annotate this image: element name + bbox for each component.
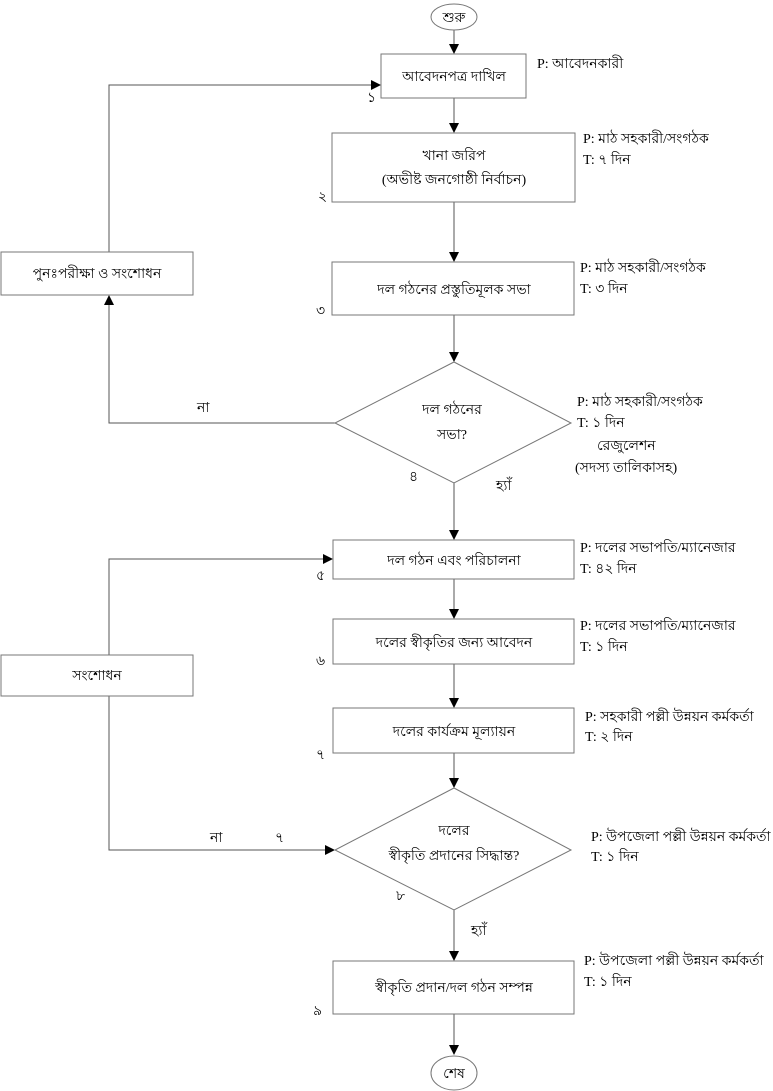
step-5-label: দল গঠন এবং পরিচালনা: [386, 552, 521, 569]
step-number: ৮: [396, 889, 405, 904]
end-terminal: শেষ: [430, 1055, 478, 1091]
step-number: ৪: [409, 470, 418, 485]
person-note: P: দলের সভাপতি/ম্যানেজার: [580, 617, 736, 634]
decision-8-label-line1: দলের: [437, 824, 469, 839]
time-note: T: ৭ দিন: [583, 151, 631, 168]
no-label: না: [209, 831, 223, 846]
resolution-note: রেজুলেশন: [597, 439, 656, 454]
person-note: P: মাঠ সহকারী/সংগঠক: [583, 130, 709, 147]
arrow-revise-to-5: [108, 554, 333, 655]
time-note: T: ৩ দিন: [580, 280, 628, 297]
step-3-box: দল গঠনের প্রস্তুতিমূলক সভা ৩ P: মাঠ সহকা…: [316, 259, 706, 319]
person-note: P: আবেদনকারী: [537, 55, 624, 72]
arrow-no-to-recheck: [104, 295, 335, 424]
resolution-note-detail: (সদস্য তালিকাসহ): [575, 459, 678, 476]
step-6-box: দলের স্বীকৃতির জন্য আবেদন ৬ P: দলের সভাপ…: [316, 617, 736, 669]
step-number: ২: [318, 190, 327, 205]
person-note: P: সহকারী পল্লী উন্নয়ন কর্মকর্তা: [585, 708, 755, 725]
decision-4: দল গঠনের সভা? ৪ হ্যাঁ না P: মাঠ সহকারী/স…: [196, 361, 703, 494]
step-number: ৬: [316, 654, 325, 669]
yes-label: হ্যাঁ: [495, 477, 512, 494]
revise-box: সংশোধন: [0, 654, 194, 697]
recheck-label: পুনঃপরীক্ষা ও সংশোধন: [33, 265, 162, 282]
step-2-box: খানা জরিপ (অভীষ্ট জনগোষ্ঠী নির্বাচন) ২ P…: [318, 130, 709, 205]
arrow-recheck-to-1: [108, 80, 381, 252]
decision-4-label-line2: সভা?: [436, 428, 467, 443]
time-note: T: ১ দিন: [580, 638, 628, 655]
step-5-box: দল গঠন এবং পরিচালনা ৫ P: দলের সভাপতি/ম্য…: [316, 539, 736, 584]
person-note: P: উপজেলা পল্লী উন্নয়ন কর্মকর্তা: [584, 952, 765, 969]
no-branch-number: ৭: [275, 831, 284, 846]
revise-label: সংশোধন: [71, 669, 122, 684]
decision-8-label-line2: স্বীকৃতি প্রদানের সিদ্ধান্ত?: [388, 847, 520, 864]
connectors: [104, 30, 459, 1055]
step-number: ৩: [316, 304, 325, 319]
step-1-box: আবেদনপত্র দাখিল ১ P: আবেদনকারী: [367, 53, 624, 106]
person-note: P: মাঠ সহকারী/সংগঠক: [580, 259, 706, 276]
start-terminal: শুরু: [430, 3, 478, 31]
step-9-box: স্বীকৃতি প্রদান/দল গঠন সম্পন্ন ৯ P: উপজে…: [313, 952, 765, 1019]
time-note: T: ১ দিন: [584, 973, 632, 990]
step-number: ৫: [316, 569, 325, 584]
arrow-revise-to-8: [108, 696, 335, 855]
recheck-box: পুনঃপরীক্ষা ও সংশোধন: [0, 251, 194, 296]
step-1-label: আবেদনপত্র দাখিল: [401, 68, 506, 85]
step-number: ৯: [313, 1004, 322, 1019]
step-3-label: দল গঠনের প্রস্তুতিমূলক সভা: [376, 281, 531, 298]
step-6-label: দলের স্বীকৃতির জন্য আবেদন: [375, 634, 533, 651]
step-number: ৭: [316, 748, 325, 763]
step-7-label: দলের কার্যক্রম মূল্যায়ন: [392, 723, 516, 740]
step-2-label-line2: (অভীষ্ট জনগোষ্ঠী নির্বাচন): [382, 171, 527, 188]
time-note: T: ৪২ দিন: [580, 560, 637, 577]
time-note: T: ১ দিন: [577, 414, 625, 431]
no-label: না: [196, 401, 210, 416]
step-7-box: দলের কার্যক্রম মূল্যায়ন ৭ P: সহকারী পল্…: [316, 707, 755, 763]
yes-label: হ্যাঁ: [470, 922, 487, 939]
decision-4-label-line1: দল গঠনের: [421, 401, 482, 418]
person-note: P: উপজেলা পল্লী উন্নয়ন কর্মকর্তা: [591, 828, 772, 845]
person-note: P: দলের সভাপতি/ম্যানেজার: [580, 539, 736, 556]
start-label: শুরু: [442, 11, 466, 26]
end-label: শেষ: [443, 1067, 465, 1082]
step-9-label: স্বীকৃতি প্রদান/দল গঠন সম্পন্ন: [374, 979, 534, 996]
time-note: T: ১ দিন: [591, 848, 639, 865]
time-note: T: ২ দিন: [585, 728, 633, 745]
step-2-label-line1: খানা জরিপ: [423, 147, 486, 164]
decision-8: দলের স্বীকৃতি প্রদানের সিদ্ধান্ত? ৮ হ্যা…: [209, 787, 772, 939]
step-number: ১: [367, 91, 376, 106]
person-note: P: মাঠ সহকারী/সংগঠক: [577, 393, 703, 410]
